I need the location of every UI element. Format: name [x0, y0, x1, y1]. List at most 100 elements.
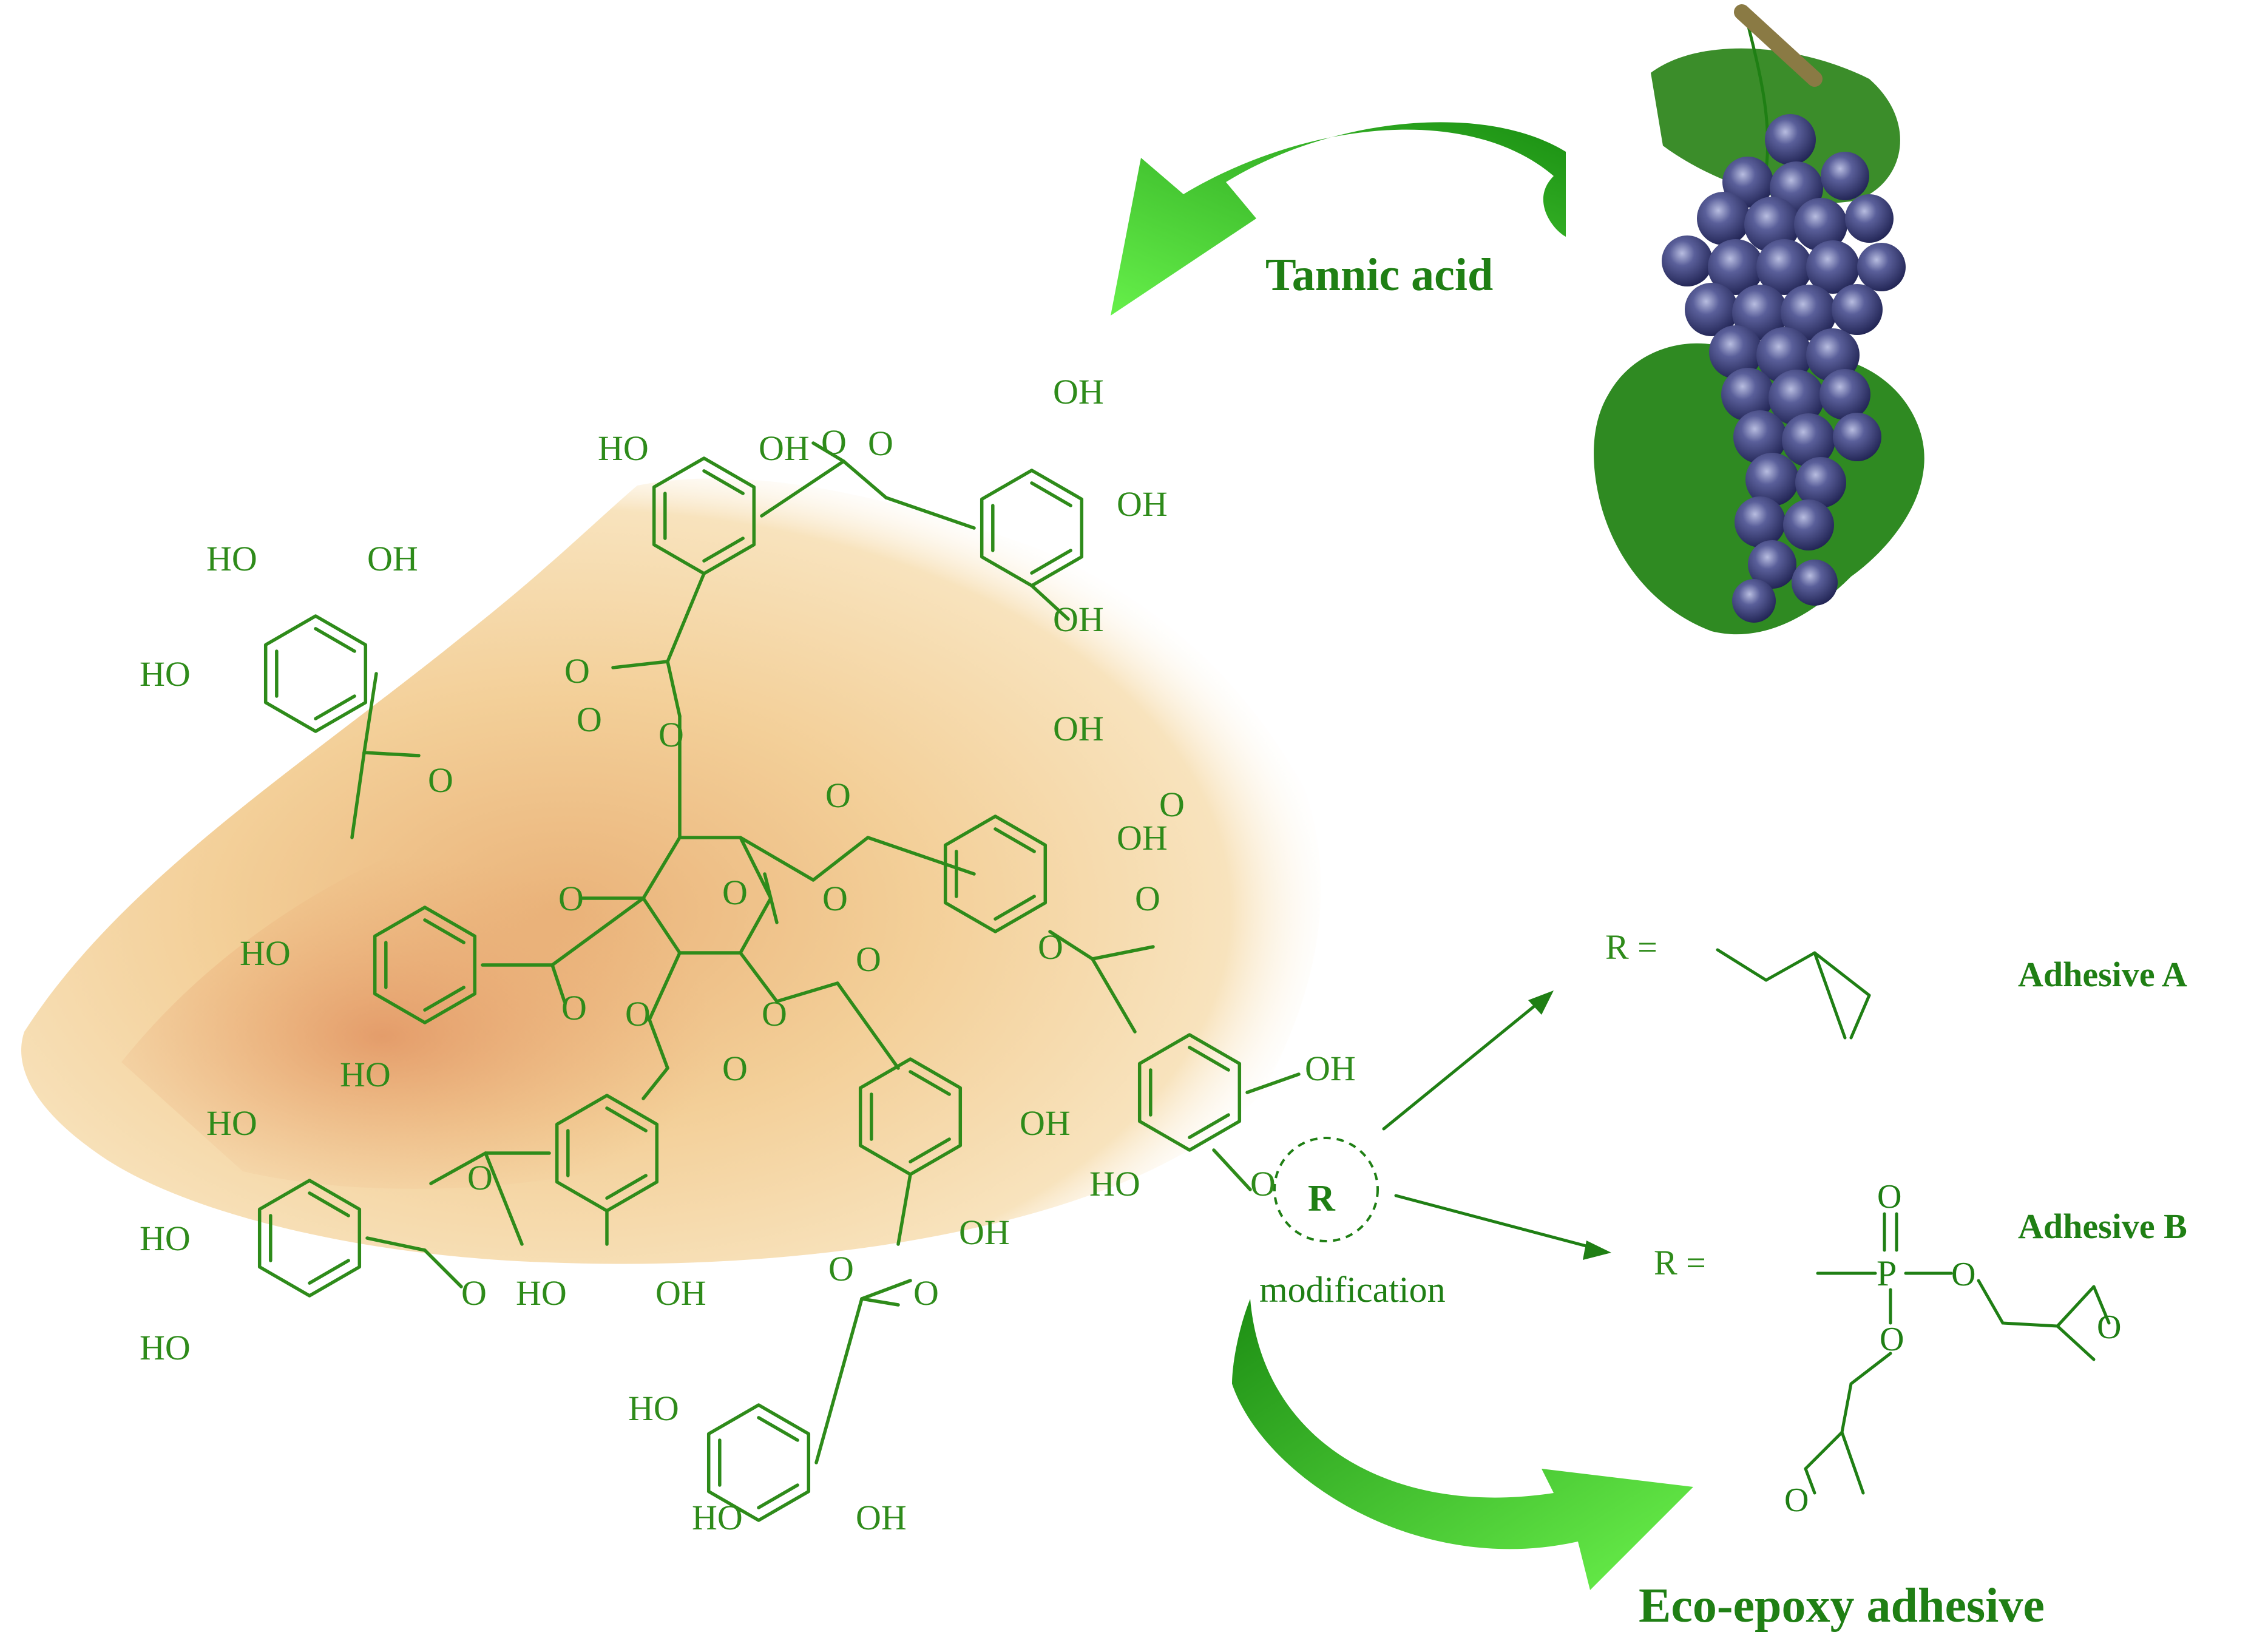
galloyl-ring-9	[257, 1179, 362, 1298]
adhesive-a-structure	[1716, 948, 1871, 1040]
atom-label-20: O	[428, 760, 453, 800]
aromatic-double-bond	[702, 537, 745, 563]
adhesive-b-phosphorus: P	[1877, 1253, 1897, 1293]
reaction-arrows	[1273, 990, 1611, 1260]
ester-bond	[1030, 584, 1070, 621]
tannic-acid-powder	[21, 478, 1321, 1264]
aromatic-double-bond	[308, 1259, 350, 1285]
atom-label-47: OH	[856, 1498, 907, 1537]
ester-bond	[896, 1173, 912, 1246]
galloyl-ring-4	[943, 814, 1048, 933]
ester-bond	[860, 1297, 900, 1307]
atom-label-8: OH	[367, 539, 418, 578]
ester-bond	[811, 836, 870, 882]
aromatic-double-bond	[423, 986, 465, 1012]
atom-label-6: OH	[1053, 600, 1104, 639]
arrow-from-grape-icon	[1111, 122, 1566, 316]
ester-bond	[666, 572, 706, 663]
adhesive-b-o2: O	[1880, 1321, 1904, 1358]
atom-label-28: O	[1038, 927, 1063, 967]
ester-bond	[1245, 1072, 1301, 1094]
ester-bond	[550, 963, 566, 1003]
atom-label-29: O	[1159, 785, 1185, 824]
aromatic-double-bond	[993, 895, 1036, 921]
ester-bond	[666, 660, 682, 718]
grape-cluster-image	[1594, 4, 1924, 635]
aromatic-double-bond	[1030, 549, 1072, 575]
r-group-label: R	[1308, 1178, 1336, 1219]
aromatic-double-bond	[1188, 1046, 1230, 1072]
ester-bond	[1048, 930, 1094, 961]
ester-bond	[1091, 957, 1137, 1034]
ester-bond	[611, 660, 669, 669]
atom-label-5: OH	[1117, 484, 1168, 524]
ester-bond	[884, 496, 976, 530]
grape-berry	[1806, 328, 1860, 382]
grape-berry	[1795, 457, 1846, 508]
grape-berry	[1756, 239, 1812, 295]
adhesive-b-oxo: O	[1877, 1178, 1901, 1216]
ester-bond	[739, 836, 815, 882]
atom-label-3: O	[821, 422, 847, 462]
ester-bond	[648, 951, 682, 1021]
adhesive-b-o1: O	[1951, 1256, 1975, 1293]
atom-label-22: O	[561, 988, 587, 1027]
atom-label-33: OH	[1305, 1049, 1356, 1088]
aromatic-double-bond	[308, 1191, 350, 1217]
grape-berry	[1735, 496, 1786, 547]
ester-bond	[842, 459, 888, 499]
ester-bond	[866, 836, 976, 876]
atom-label-15: OH	[1117, 818, 1168, 858]
grape-berry	[1782, 413, 1835, 467]
grape-berry	[1781, 285, 1836, 340]
atom-label-41: OH	[655, 1273, 706, 1313]
tannic-acid-structure	[257, 441, 1301, 1522]
grape-berry	[1732, 579, 1776, 623]
aromatic-double-bond	[993, 827, 1036, 853]
atom-label-2: OH	[759, 428, 810, 468]
adhesive-b-label: Adhesive B	[2018, 1207, 2187, 1246]
grape-berry	[1769, 370, 1824, 425]
atom-label-40: HO	[516, 1273, 567, 1313]
atom-label-35: OH	[959, 1213, 1010, 1252]
ester-bond	[836, 981, 900, 1070]
aromatic-double-bond	[702, 469, 745, 495]
tannic-acid-label: Tannic acid	[1265, 249, 1493, 300]
grape-berry	[1792, 560, 1838, 606]
ester-bond	[350, 751, 366, 839]
modification-label: modification	[1259, 1270, 1446, 1310]
r-equals-label-a: R =	[1605, 927, 1657, 967]
atom-label-46: HO	[692, 1498, 743, 1537]
atom-label-32: OH	[1020, 1103, 1071, 1143]
grape-berry	[1765, 114, 1816, 165]
grape-berry	[1709, 325, 1762, 379]
ester-bond	[811, 441, 845, 463]
ester-bond	[860, 1279, 912, 1301]
atom-label-17: O	[558, 879, 584, 918]
aromatic-double-bond	[1188, 1113, 1230, 1139]
atom-label-4: OH	[1053, 372, 1104, 411]
grape-berry	[1845, 194, 1894, 243]
grape-berry	[1708, 239, 1764, 295]
ester-bond	[362, 751, 421, 757]
galloyl-ring-3	[263, 614, 368, 733]
atom-label-43: O	[913, 1273, 939, 1313]
ester-bond	[760, 459, 845, 518]
ester-bond	[362, 672, 378, 754]
ester-bond	[763, 872, 779, 924]
adhesive-a-label: Adhesive A	[2018, 955, 2187, 994]
grape-berry	[1721, 368, 1775, 421]
grape-berry	[1662, 235, 1713, 286]
aromatic-double-bond	[605, 1106, 648, 1132]
grape-berry	[1745, 453, 1799, 506]
grape-berry	[1806, 240, 1860, 294]
atom-label-27: O	[856, 939, 881, 979]
ester-bond	[739, 951, 779, 1003]
atom-label-14: OH	[1053, 709, 1104, 748]
atom-label-38: HO	[140, 1219, 191, 1258]
adhesive-b-structure: O P O O O O	[1784, 1178, 2121, 1519]
aromatic-double-bond	[314, 694, 356, 720]
grape-berry	[1685, 283, 1738, 336]
